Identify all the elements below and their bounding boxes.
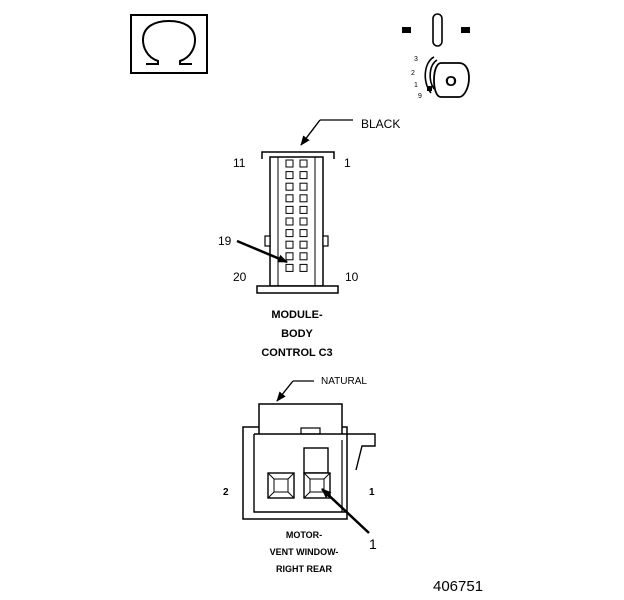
c3-callout-pin: 19 — [218, 234, 232, 248]
c3-cavity — [285, 182, 294, 191]
motor-callout-arrow — [321, 488, 370, 534]
c3-caption-line-3: CONTROL C3 — [261, 347, 332, 359]
motor-pin-label-1: 1 — [369, 487, 375, 498]
key-icon: O — [433, 62, 470, 98]
c3-cavity — [299, 194, 308, 203]
c3-pin-label-1: 1 — [344, 156, 351, 170]
motor-callout-pin: 1 — [369, 536, 377, 552]
c3-cavity — [299, 240, 308, 249]
motor-caption-line-3: RIGHT REAR — [276, 564, 333, 574]
connector-c3-housing — [256, 151, 339, 294]
c3-cavity — [299, 182, 308, 191]
motor-cavity-2 — [267, 472, 295, 499]
motor-caption-line-2: VENT WINDOW- — [270, 547, 339, 557]
c3-cavity — [285, 252, 294, 261]
connector-motor: NATURAL 2 1 1 — [223, 376, 377, 574]
ignition-position-2: 2 — [411, 70, 415, 77]
c3-cavity — [285, 159, 294, 168]
c3-pin-label-10: 10 — [345, 270, 359, 284]
connector-c3-color: BLACK — [361, 117, 400, 131]
ignition-position-3: 3 — [414, 56, 418, 63]
motor-caption-line-1: MOTOR- — [286, 530, 322, 540]
c3-pin-label-11: 11 — [233, 156, 246, 170]
c3-cavity — [299, 205, 308, 214]
c3-caption-line-1: MODULE- — [271, 309, 323, 321]
c3-pin-label-20: 20 — [233, 270, 247, 284]
connector-c3-cavities — [285, 159, 308, 272]
c3-caption-line-2: BODY — [281, 328, 313, 340]
c3-cavity — [299, 263, 308, 272]
c3-cavity — [299, 171, 308, 180]
c3-cavity — [299, 159, 308, 168]
ignition-position-9: 9 — [418, 93, 422, 100]
motor-cavity-1 — [303, 472, 331, 499]
c3-cavity — [285, 229, 294, 238]
connector-motor-housing — [242, 403, 376, 520]
motor-pin-label-2: 2 — [223, 487, 229, 498]
c3-cavity — [285, 205, 294, 214]
c3-cavity — [285, 171, 294, 180]
c3-cavity — [299, 229, 308, 238]
c3-cavity — [285, 263, 294, 272]
ignition-position-1: 1 — [414, 82, 418, 89]
c3-cavity — [299, 252, 308, 261]
c3-callout-arrow — [236, 239, 288, 264]
c3-cavity — [299, 217, 308, 226]
c3-cavity — [285, 194, 294, 203]
key-label: O — [445, 73, 457, 90]
ohm-icon — [130, 14, 208, 74]
c3-cavity — [285, 240, 294, 249]
figure-id: 406751 — [433, 578, 483, 595]
connector-c3: BLACK 11 1 20 10 19 MODULE- BODY CONTROL… — [218, 117, 400, 359]
c3-cavity — [285, 217, 294, 226]
connector-motor-color: NATURAL — [321, 376, 367, 387]
